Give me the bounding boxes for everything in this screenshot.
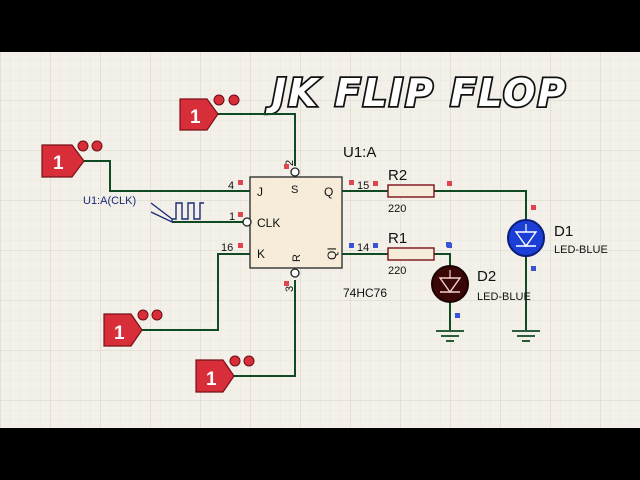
- led-d2-marker-bottom: [455, 313, 460, 318]
- pin-number-j: 4: [228, 180, 234, 192]
- resistor-r2[interactable]: R2 220: [373, 167, 452, 215]
- resistor-r1-marker-left: [373, 243, 378, 248]
- logic-state-k-toggle-icon[interactable]: [137, 309, 149, 321]
- pin-label-j: J: [257, 185, 263, 199]
- logic-state-j-body: [41, 144, 85, 178]
- s-pin-bubble: [290, 167, 300, 177]
- logic-state-set[interactable]: 1: [179, 94, 240, 131]
- r-pin-bubble: [290, 268, 300, 278]
- led-d1[interactable]: D1 LED-BLUE: [507, 205, 608, 271]
- ic-part-label: 74HC76: [343, 286, 387, 300]
- clock-waveform-icon: [172, 202, 204, 220]
- led-d1-marker-top: [531, 205, 536, 210]
- logic-state-set-body: [179, 98, 219, 131]
- pin-number-s: 2: [284, 160, 296, 166]
- logic-state-j-toggle-icon[interactable]: [77, 140, 89, 152]
- resistor-r2-value: 220: [388, 203, 406, 215]
- wire-r2-d1: [434, 190, 527, 220]
- ic-74hc76[interactable]: U1:A 74HC76 J S Q CLK K R QI 4 2 15 1 16…: [221, 144, 387, 300]
- led-d2[interactable]: D2 LED-BLUE: [431, 242, 531, 318]
- wires: [84, 113, 527, 377]
- led-d2-type: LED-BLUE: [477, 291, 531, 303]
- diagram-title: JK FLIP FLOP: [265, 71, 567, 115]
- clock-arrow-icon: [150, 202, 173, 224]
- logic-state-set-toggle-icon[interactable]: [213, 94, 225, 106]
- led-d2-body: [431, 265, 469, 303]
- led-d1-marker-bottom: [531, 266, 536, 271]
- pin-number-k: 16: [221, 242, 233, 254]
- logic-state-reset[interactable]: 1: [195, 355, 255, 393]
- logic-state-set-value: 1: [190, 107, 201, 128]
- pin-number-r: 3: [284, 286, 296, 292]
- wire-reset: [234, 280, 296, 377]
- ground-d2: [436, 330, 464, 342]
- resistor-r2-marker-left: [373, 181, 378, 186]
- logic-state-reset-indicator-icon: [243, 355, 255, 367]
- top-letterbox: [0, 0, 640, 52]
- pin-number-q: 15: [357, 180, 369, 192]
- led-d1-ref: D1: [554, 223, 573, 240]
- logic-state-k-value: 1: [114, 323, 125, 344]
- led-d1-type: LED-BLUE: [554, 244, 608, 256]
- logic-state-j[interactable]: 1: [41, 140, 103, 178]
- logic-state-set-indicator-icon: [228, 94, 240, 106]
- pin-label-clk: CLK: [257, 216, 280, 230]
- pin-state-markers: [238, 164, 354, 286]
- resistor-r2-marker-right: [447, 181, 452, 186]
- clock-generator[interactable]: U1:A(CLK): [83, 195, 204, 224]
- pin-label-qi: QI: [325, 247, 339, 260]
- clock-label: U1:A(CLK): [83, 195, 136, 207]
- bottom-letterbox: [0, 428, 640, 480]
- wire-r1-d2: [434, 253, 451, 266]
- clk-pin-bubble: [242, 217, 252, 227]
- led-d2-marker-top: [446, 242, 451, 247]
- ground-d1: [512, 330, 540, 342]
- wire-j: [84, 160, 250, 192]
- resistor-r1[interactable]: R1 220: [373, 230, 452, 277]
- resistor-r2-body: [387, 184, 435, 198]
- pin-label-s: S: [291, 184, 298, 196]
- logic-state-reset-body: [195, 359, 235, 393]
- pin-label-q: Q: [324, 185, 333, 199]
- logic-state-k[interactable]: 1: [103, 309, 163, 347]
- wire-set: [218, 113, 296, 166]
- led-d1-body: [507, 219, 545, 257]
- logic-state-k-body: [103, 313, 143, 347]
- resistor-r2-ref: R2: [388, 167, 407, 184]
- logic-state-j-value: 1: [53, 153, 64, 174]
- resistor-r1-body: [387, 247, 435, 261]
- logic-state-k-indicator-icon: [151, 309, 163, 321]
- pin-number-clk: 1: [229, 211, 235, 223]
- pin-label-r: R: [291, 254, 303, 262]
- led-d2-ref: D2: [477, 268, 496, 285]
- resistor-r1-value: 220: [388, 265, 406, 277]
- pin-number-qi: 14: [357, 242, 369, 254]
- logic-state-j-indicator-icon: [91, 140, 103, 152]
- pin-label-k: K: [257, 247, 265, 261]
- logic-state-reset-toggle-icon[interactable]: [229, 355, 241, 367]
- logic-state-reset-value: 1: [206, 369, 217, 390]
- resistor-r1-ref: R1: [388, 230, 407, 247]
- wire-k: [142, 253, 250, 331]
- ic-ref-label: U1:A: [343, 144, 376, 161]
